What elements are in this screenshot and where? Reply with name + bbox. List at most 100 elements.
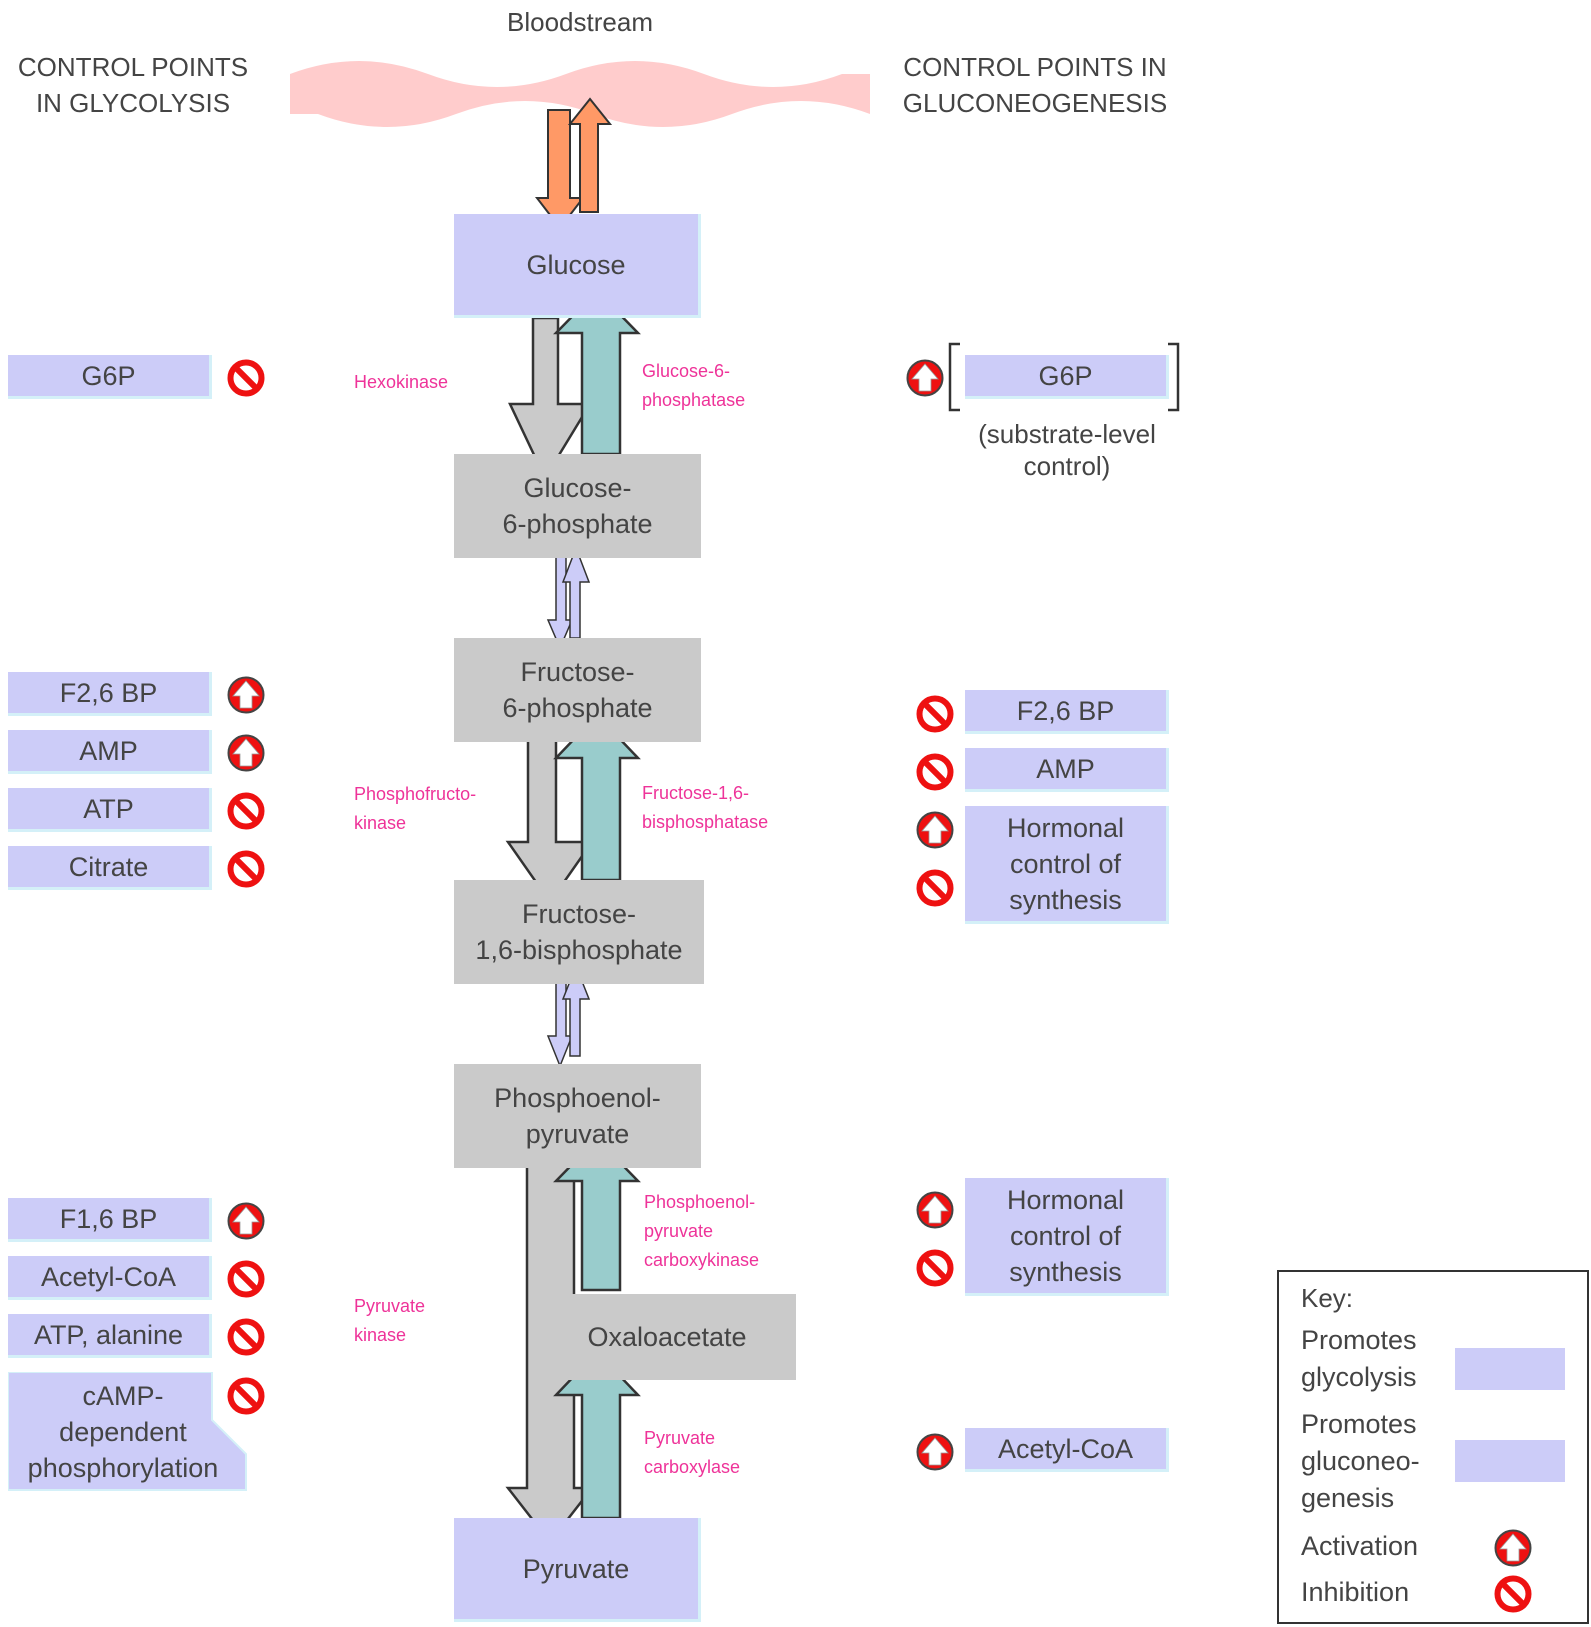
line: control): [1023, 451, 1111, 481]
pyruvate-label: Pyruvate: [522, 1553, 630, 1584]
glycolysis-f26bp-box: F2,6 BP: [8, 672, 212, 716]
pyruvate-kinase-label: Pyruvate kinase: [354, 1292, 425, 1350]
title-line: CONTROL POINTS IN: [903, 52, 1167, 82]
glycolysis-camp-box: cAMP-dependent phosphorylation: [8, 1374, 238, 1490]
line: carboxykinase: [644, 1250, 760, 1270]
line: bisphosphatase: [642, 812, 769, 832]
phosphoenolpyruvate-box: Phosphoenol-pyruvate: [454, 1064, 701, 1168]
glycolysis-g6p-box: G6P: [8, 355, 212, 399]
line: 1,6-bisphosphate: [475, 935, 683, 965]
line: carboxylase: [644, 1457, 741, 1477]
line: Promotes: [1301, 1325, 1417, 1355]
line: phosphorylation: [27, 1453, 219, 1483]
line: kinase: [354, 813, 407, 833]
inhibition-icon: [1493, 1574, 1533, 1614]
oxaloacetate-label: Oxaloacetate: [587, 1322, 747, 1352]
activation-icon: [226, 1201, 266, 1241]
label: Acetyl-CoA: [40, 1261, 177, 1292]
line: dependent: [59, 1417, 187, 1447]
line: Fructose-: [520, 657, 635, 687]
line: 6-phosphate: [502, 509, 653, 539]
fructose-6-phosphate-box: Fructose- 6-phosphate: [454, 638, 701, 742]
glucose-transport-arrow: [534, 109, 586, 230]
activation-icon: [226, 733, 266, 773]
line: Glucose-6-: [642, 361, 731, 381]
glycolysis-controls-title: CONTROL POINTS IN GLYCOLYSIS: [0, 49, 266, 121]
legend-gluconeogenesis-swatch: [1455, 1440, 1565, 1482]
line: Phosphofructo-: [354, 784, 477, 804]
line: synthesis: [1009, 1256, 1122, 1287]
line: Hormonal: [1006, 1184, 1125, 1215]
pyruvate-carboxylase-label: Pyruvate carboxylase: [644, 1424, 740, 1482]
gluconeogenesis-acetyl-coa-box: Acetyl-CoA: [965, 1428, 1169, 1472]
line: pyruvate: [525, 1119, 630, 1149]
activation-icon: [915, 1190, 955, 1230]
gluconeogenesis-g6p-box: G6P: [965, 355, 1169, 399]
activation-icon: [1493, 1528, 1533, 1568]
glucose-box: Glucose: [454, 214, 701, 318]
glucose-label: Glucose: [526, 249, 626, 280]
label: ATP: [83, 793, 134, 824]
line: control of: [1009, 1220, 1122, 1251]
gluconeogenesis-controls-title: CONTROL POINTS IN GLUCONEOGENESIS: [880, 49, 1190, 121]
inhibition-icon: [915, 868, 955, 908]
label: Acetyl-CoA: [997, 1433, 1134, 1464]
inhibition-icon: [226, 1376, 266, 1416]
inhibition-icon: [226, 1259, 266, 1299]
legend-promotes-glycolysis-label: Promotes glycolysis: [1301, 1322, 1417, 1396]
line: Phosphoenol-: [644, 1192, 756, 1212]
line: synthesis: [1009, 884, 1122, 915]
legend-title: Key:: [1301, 1283, 1354, 1313]
fructose-1-6-bisphosphate-box: Fructose- 1,6-bisphosphate: [454, 880, 704, 984]
line: 6-phosphate: [502, 693, 653, 723]
label: F2,6 BP: [59, 677, 158, 708]
line: cAMP-: [82, 1381, 164, 1411]
bloodstream-label: Bloodstream: [507, 7, 653, 37]
line: Pyruvate: [644, 1428, 716, 1448]
label: AMP: [1036, 753, 1095, 784]
activation-icon: [905, 358, 945, 398]
line: Fructose-: [521, 899, 637, 929]
phosphofructokinase-label: Phosphofructo-kinase: [354, 780, 476, 838]
line: phosphatase: [642, 390, 746, 410]
inhibition-icon: [226, 1317, 266, 1357]
bloodstream-wave: [290, 61, 870, 127]
inhibition-icon: [915, 752, 955, 792]
inhibition-icon: [226, 849, 266, 889]
hexokinase-label: Hexokinase: [354, 372, 449, 392]
glucose-export-arrow: [567, 97, 613, 213]
label: F2,6 BP: [1016, 695, 1115, 726]
gluconeogenesis-f26bp-box: F2,6 BP: [965, 690, 1169, 734]
line: Pyruvate: [354, 1296, 426, 1316]
title-line: IN GLYCOLYSIS: [35, 88, 231, 118]
line: kinase: [354, 1325, 407, 1345]
title-line: GLUCONEOGENESIS: [902, 88, 1168, 118]
label: G6P: [81, 360, 136, 391]
line: Phosphoenol-: [494, 1083, 661, 1113]
legend-inhibition-label: Inhibition: [1301, 1577, 1410, 1607]
line: glycolysis: [1301, 1362, 1417, 1392]
label: AMP: [79, 735, 138, 766]
line: control of: [1009, 848, 1122, 879]
line: Fructose-1,6-: [642, 783, 750, 803]
legend-glycolysis-swatch: [1455, 1348, 1565, 1390]
inhibition-icon: [226, 358, 266, 398]
gluconeogenesis-hormonal-box-2: Hormonal control of synthesis: [965, 1178, 1169, 1296]
pepck-label: Phosphoenol-pyruvate carboxykinase: [644, 1188, 759, 1275]
line: Glucose-: [523, 473, 632, 503]
glycolysis-acetyl-coa-box: Acetyl-CoA: [8, 1256, 212, 1300]
activation-icon: [915, 810, 955, 850]
glycolysis-atp-box: ATP: [8, 788, 212, 832]
glycolysis-amp-box: AMP: [8, 730, 212, 774]
label: F1,6 BP: [59, 1203, 158, 1234]
title-line: CONTROL POINTS: [17, 52, 249, 82]
oxaloacetate-box: Oxaloacetate: [538, 1294, 796, 1380]
label: G6P: [1038, 360, 1093, 391]
isomerase-reverse-arrow: [561, 545, 591, 639]
glucose-6-phosphate-box: Glucose- 6-phosphate: [454, 454, 701, 558]
fructose-bisphosphatase-label: Fructose-1,6- bisphosphatase: [642, 779, 768, 837]
line: pyruvate: [644, 1221, 714, 1241]
bracket-left: [948, 342, 960, 412]
